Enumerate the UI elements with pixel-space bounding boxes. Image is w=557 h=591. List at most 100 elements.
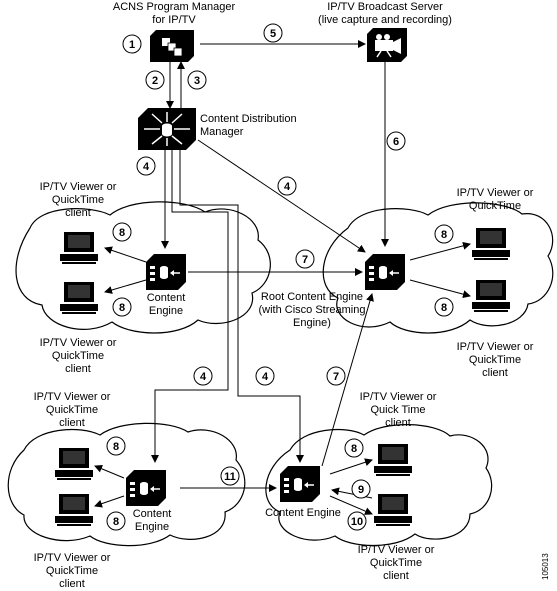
svg-text:8: 8 [441,229,447,241]
svg-text:8: 8 [113,441,119,453]
step-badge-8-ll-bottom: 8 [106,511,126,531]
viewer-label-ul-bottom-1: IP/TV Viewer or [40,337,117,349]
svg-text:2: 2 [152,75,158,87]
root-label-1: Root Content Engine [261,291,363,303]
svg-text:6: 6 [393,136,399,148]
svg-text:8: 8 [113,516,119,528]
svg-text:4: 4 [143,161,150,173]
line-ce-ul-to-pc-bottom [104,279,147,294]
viewer-label-ul-bottom-2: QuickTime [52,350,104,362]
line-cdm-to-ce-lr [179,150,304,463]
step-badge-1: 1 [122,34,142,54]
viewer-label-ul-bottom-3: client [65,363,91,375]
acns-label-line1: ACNS Program Manager [113,1,236,13]
line-ce-ul-to-pc-top [104,246,147,263]
step-badge-7-upper: 7 [295,249,315,269]
broadcast-server-icon [367,28,407,62]
cdm-label-line1: Content Distribution [200,113,297,125]
step-badge-8-ul-top: 8 [112,222,132,242]
cdm-label-line2: Manager [200,126,244,138]
viewer-label-ur-bottom-3: client [482,367,508,379]
ce-ll-label-2: Engine [135,521,169,533]
content-engine-upper-left-icon [145,253,187,291]
step-badge-11: 11 [220,466,240,486]
acns-program-manager-icon [150,30,194,62]
viewer-label-lr-top-3: client [385,417,411,429]
step-badge-4-center: 4 [277,176,297,196]
step-badge-8-lr: 8 [344,438,364,458]
viewer-label-lr-top-2: Quick Time [370,404,425,416]
step-badge-6: 6 [386,131,406,151]
step-badge-4-lower-right: 4 [255,366,275,386]
line-ce-lr-to-root [321,293,374,467]
viewer-label-ur-top-1: IP/TV Viewer or [457,187,534,199]
step-badge-8-ur-top: 8 [434,224,454,244]
figure-id: 105013 [541,553,550,580]
svg-text:7: 7 [302,254,308,266]
step-badge-5: 5 [263,23,283,43]
svg-text:3: 3 [194,75,200,87]
line-ce-lr-to-pc-top [329,458,373,475]
viewer-label-ll-bottom-1: IP/TV Viewer or [34,552,111,564]
viewer-label-ur-top-2: QuickTime [469,200,521,212]
svg-text:10: 10 [351,516,363,528]
content-engine-lower-left-icon [125,469,167,507]
svg-text:11: 11 [224,471,236,483]
step-badge-3: 3 [187,70,207,90]
viewer-label-ul-top-1: IP/TV Viewer or [40,181,117,193]
svg-text:4: 4 [200,371,207,383]
viewer-label-ll-top-3: client [59,417,85,429]
step-badge-2: 2 [145,70,165,90]
viewer-label-ul-top-2: QuickTime [52,194,104,206]
step-badge-9: 9 [351,479,371,499]
line-ce-ll-to-pc-top [94,464,125,479]
viewer-label-ll-top-2: QuickTime [46,404,98,416]
viewer-label-ll-top-1: IP/TV Viewer or [34,391,111,403]
svg-text:4: 4 [262,371,269,383]
svg-text:5: 5 [270,28,276,40]
network-cloud-upper-left [15,201,271,334]
viewer-label-lr-bottom-3: client [383,570,409,582]
line-cdm-to-root [197,139,366,253]
svg-text:9: 9 [358,484,364,496]
step-badge-7-lower: 7 [326,366,346,386]
viewer-pc-lower-left-bottom-icon [55,494,93,526]
svg-text:7: 7 [333,371,339,383]
viewer-label-ur-bottom-2: QuickTime [469,354,521,366]
ce-ll-label-1: Content [133,508,172,520]
viewer-label-lr-top-1: IP/TV Viewer or [360,391,437,403]
viewer-label-ul-top-3: client [65,207,91,219]
viewer-pc-lower-right-top-icon [374,444,412,476]
broadcast-label-line2: (live capture and recording) [318,14,452,26]
viewer-label-lr-bottom-2: QuickTime [370,557,422,569]
content-engine-lower-right-icon [279,465,321,503]
broadcast-label-line1: IP/TV Broadcast Server [327,1,443,13]
viewer-pc-upper-left-bottom-icon [60,282,98,314]
svg-text:8: 8 [441,302,447,314]
viewer-pc-lower-left-top-icon [55,448,93,480]
viewer-pc-upper-right-bottom-icon [472,280,510,312]
root-content-engine-icon [364,253,406,291]
acns-label-line2: for IP/TV [152,14,196,26]
viewer-label-ur-bottom-1: IP/TV Viewer or [457,341,534,353]
viewer-pc-lower-right-bottom-icon [374,494,412,526]
step-badge-4-upper-left: 4 [136,156,156,176]
svg-text:8: 8 [119,302,125,314]
viewer-label-ll-bottom-3: client [59,578,85,590]
line-root-to-pc-top [409,241,471,261]
step-badge-10: 10 [347,511,367,531]
viewer-pc-upper-right-top-icon [472,228,510,260]
line-ce-lr-to-pc-bottom [329,495,373,515]
viewer-label-ll-bottom-2: QuickTime [46,565,98,577]
svg-text:1: 1 [129,39,135,51]
step-badge-8-ur-bottom: 8 [434,297,454,317]
root-label-3: Engine) [293,317,331,329]
svg-text:8: 8 [119,227,125,239]
line-ce-ll-to-pc-bottom [94,495,125,508]
line-cdm-to-ce-ll [151,150,229,463]
viewer-label-lr-bottom-1: IP/TV Viewer or [358,544,435,556]
network-cloud-lower-right [265,424,493,547]
content-distribution-manager-icon [138,108,196,150]
step-badge-4-lower-left: 4 [193,366,213,386]
